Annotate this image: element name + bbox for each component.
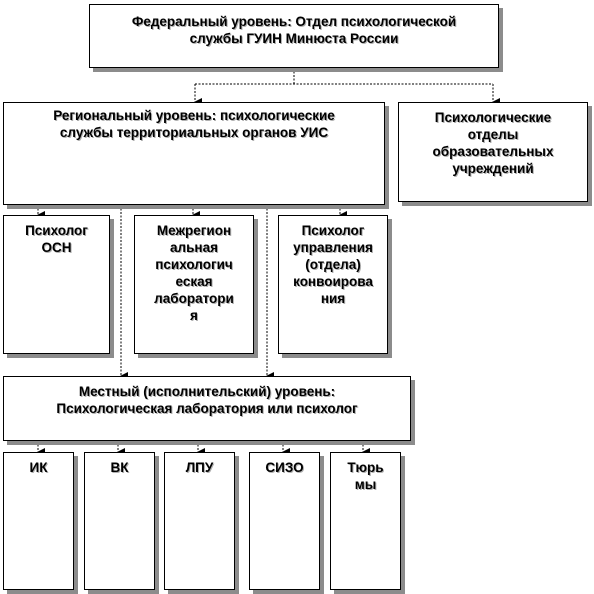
education-departments-box: Психологические отделы образовательных у… xyxy=(398,102,588,202)
unit-sizo-box: СИЗО xyxy=(249,452,320,590)
convoy-psychologist-box: Психолог управления (отдела) конвоирова … xyxy=(278,215,388,354)
unit-ik-box: ИК xyxy=(3,452,74,590)
local-level-box: Местный (исполнительский) уровень: Психо… xyxy=(3,376,411,441)
unit-vk-box: ВК xyxy=(84,452,155,590)
regional-level-box: Региональный уровень: психологические сл… xyxy=(3,102,385,205)
interregional-lab-box: Межрегион альная психологич еская лабора… xyxy=(134,215,254,354)
psychologist-osn-box: Психолог ОСН xyxy=(3,215,110,354)
unit-lpu-box: ЛПУ xyxy=(164,452,235,590)
unit-prisons-box: Тюрь мы xyxy=(330,452,401,590)
federal-level-box: Федеральный уровень: Отдел психологическ… xyxy=(89,4,499,68)
